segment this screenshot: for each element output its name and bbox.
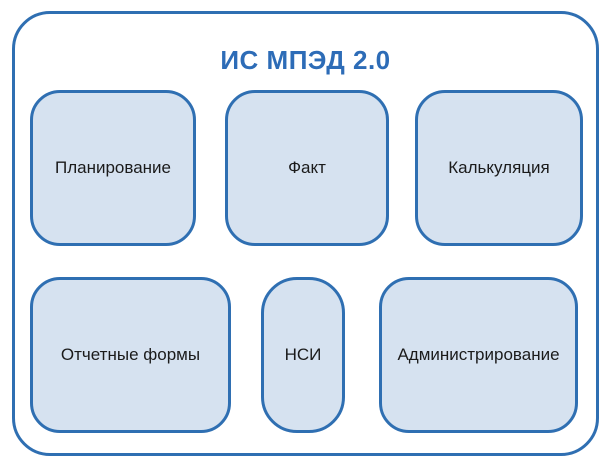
module-label-administration: Администрирование (397, 344, 560, 364)
module-label-fact: Факт (288, 157, 326, 177)
module-label-nsi: НСИ (284, 344, 322, 364)
module-box-planning: Планирование (30, 90, 196, 246)
module-box-calculation: Калькуляция (415, 90, 583, 246)
module-box-report-forms: Отчетные формы (30, 277, 231, 433)
module-label-report-forms: Отчетные формы (60, 344, 201, 364)
module-box-nsi: НСИ (261, 277, 345, 433)
module-label-calculation: Калькуляция (448, 157, 550, 177)
system-title: ИС МПЭД 2.0 (220, 45, 391, 75)
module-box-administration: Администрирование (379, 277, 578, 433)
module-box-fact: Факт (225, 90, 389, 246)
module-label-planning: Планирование (54, 157, 172, 177)
